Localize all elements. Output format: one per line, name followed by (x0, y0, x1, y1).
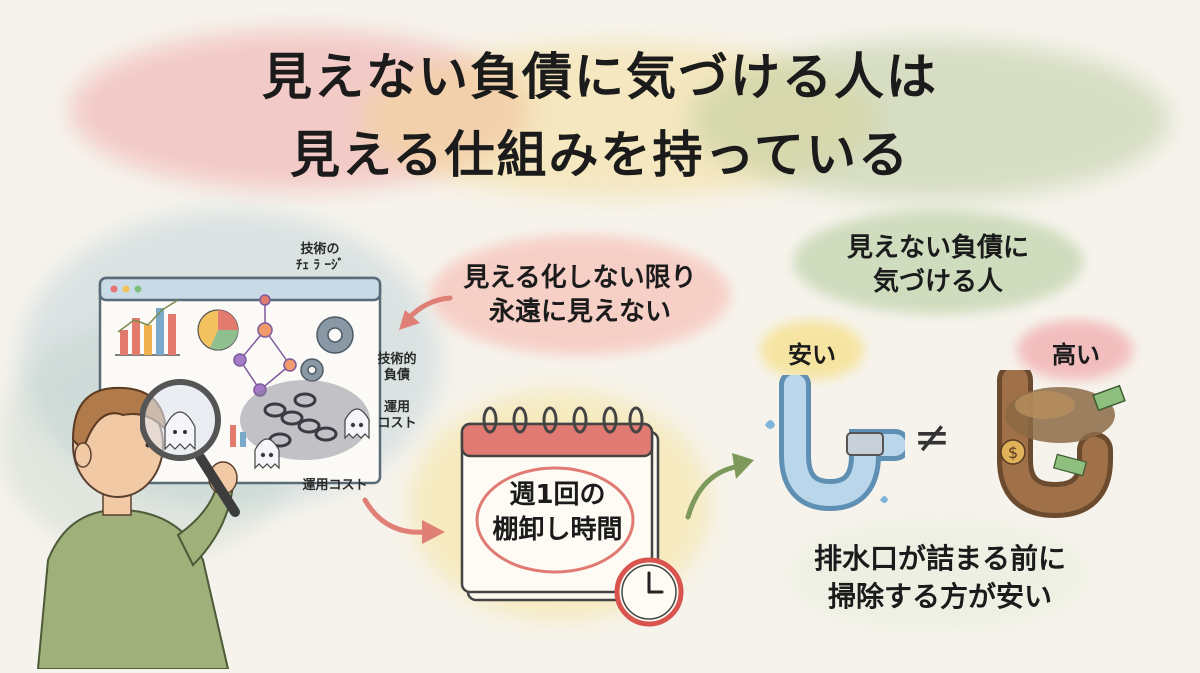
svg-text:$: $ (1008, 443, 1018, 462)
annotation-tech-debt: 技術的 負債 (377, 352, 417, 384)
dollar-icon: $ (1000, 439, 1026, 465)
page-title-line2: 見える仕組みを持っている (290, 126, 910, 184)
bar-chart-icon (115, 299, 180, 356)
pie-chart-icon (197, 309, 239, 351)
network-icon (233, 294, 297, 397)
clock-icon (612, 555, 687, 630)
calendar-icon (440, 400, 680, 630)
arrow-up-right-icon (685, 453, 754, 520)
bubble-visualize: 見える化しない限り 永遠に見えない (463, 263, 697, 327)
gear-icon (300, 316, 354, 382)
bubble-people: 見えない負債に 気づける人 (846, 233, 1029, 297)
page-title-line1: 見えない負債に気づける人は (262, 48, 938, 106)
expensive-label: 高い (1052, 341, 1100, 369)
magnifier-icon (139, 372, 250, 522)
not-equal-symbol: ≠ (913, 412, 951, 463)
clean-pipe-icon (755, 369, 911, 520)
annotation-ops-cost: 運用 コスト (377, 400, 417, 432)
person-illustration (28, 360, 258, 670)
annotation-ops-cost-bottom: 運用コスト (302, 478, 368, 493)
ghost-icon (254, 408, 370, 470)
clogged-pipe-icon: $ (975, 362, 1145, 530)
arrow-to-calendar-icon (362, 497, 445, 544)
arrow-left-icon (399, 295, 453, 330)
calendar-text: 週1回の 棚卸し時間 (492, 480, 623, 546)
annotation-tech: 技術の ﾁｪ ﾗ ｰｼﾞ (295, 242, 345, 274)
drain-caption: 排水口が詰まる前に 掃除する方が安い (813, 542, 1066, 613)
cheap-label: 安い (788, 341, 836, 369)
